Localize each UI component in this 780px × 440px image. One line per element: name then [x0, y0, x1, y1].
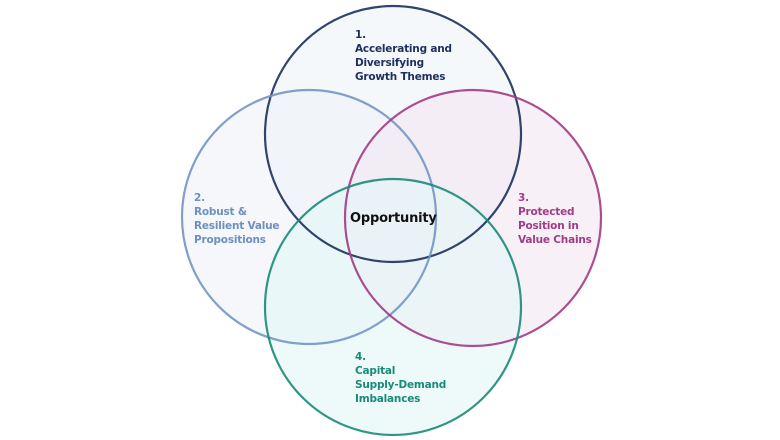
set-text-line: Robust &	[194, 206, 247, 218]
set-text-line: Value Chains	[518, 234, 592, 246]
set-number: 3.	[518, 192, 529, 204]
set-text-line: Supply-Demand	[355, 379, 447, 391]
set-number: 1.	[355, 29, 366, 41]
set-number: 2.	[194, 192, 205, 204]
set-text-line: Resilient Value	[194, 220, 280, 232]
set-text-line: Capital	[355, 365, 396, 377]
circle-outline-capital	[263, 177, 523, 437]
set-text-line: Protected	[518, 206, 575, 218]
set-text-line: Propositions	[194, 234, 266, 246]
circle-outline-value-chains	[343, 88, 603, 348]
set-text-line: Diversifying	[355, 57, 424, 69]
set-text-line: Accelerating and	[355, 43, 452, 55]
set-label-resilient: 2. Robust & Resilient Value Propositions	[194, 191, 280, 247]
set-text-line: Growth Themes	[355, 71, 446, 83]
circle-outline-resilient	[180, 88, 438, 346]
set-number: 4.	[355, 351, 366, 363]
set-label-growth: 1. Accelerating and Diversifying Growth …	[355, 28, 452, 84]
set-text-line: Position in	[518, 220, 579, 232]
circle-fill-capital	[265, 179, 521, 435]
set-text-line: Imbalances	[355, 393, 421, 405]
set-label-capital: 4. Capital Supply-Demand Imbalances	[355, 350, 446, 406]
circle-outline-growth	[263, 4, 523, 264]
center-label-opportunity: Opportunity	[350, 211, 437, 226]
set-label-value-chains: 3. Protected Position in Value Chains	[518, 191, 592, 247]
